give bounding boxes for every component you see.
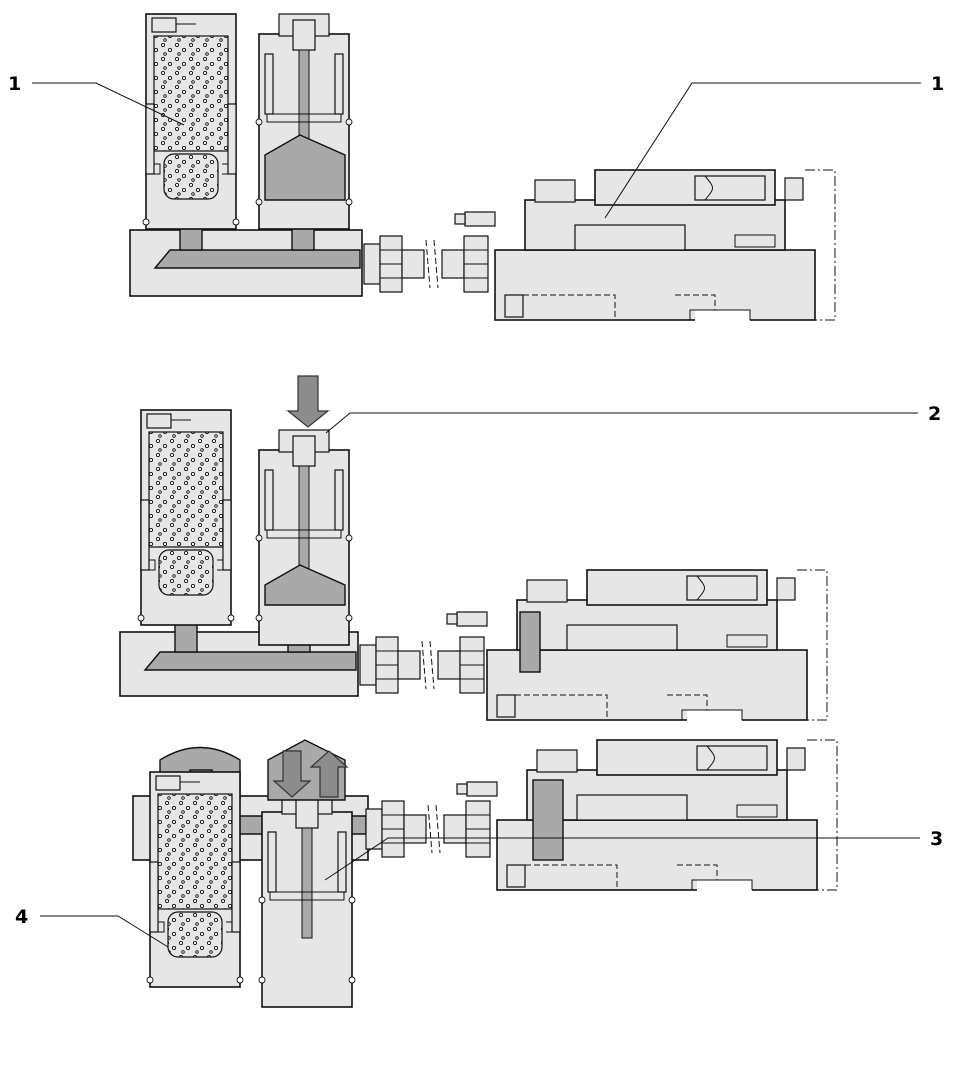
callout-1-left: 1 — [8, 73, 21, 95]
leader-line-1-right — [604, 82, 921, 219]
leader-line-1-left — [32, 82, 185, 126]
leader-line-3 — [324, 837, 920, 881]
callout-1-right: 1 — [931, 73, 944, 95]
callout-2: 2 — [928, 403, 941, 425]
stage-2-assembly — [119, 375, 828, 723]
stage-3-assembly — [0, 739, 953, 1077]
press-down-arrow — [286, 375, 330, 428]
stage-1-assembly — [129, 13, 836, 323]
callout-4: 4 — [15, 906, 28, 928]
release-up-arrow — [309, 750, 349, 798]
callout-3: 3 — [930, 828, 943, 850]
press-down-arrow-2 — [272, 750, 312, 798]
leader-line-2 — [325, 412, 918, 434]
leader-line-4 — [40, 915, 169, 948]
